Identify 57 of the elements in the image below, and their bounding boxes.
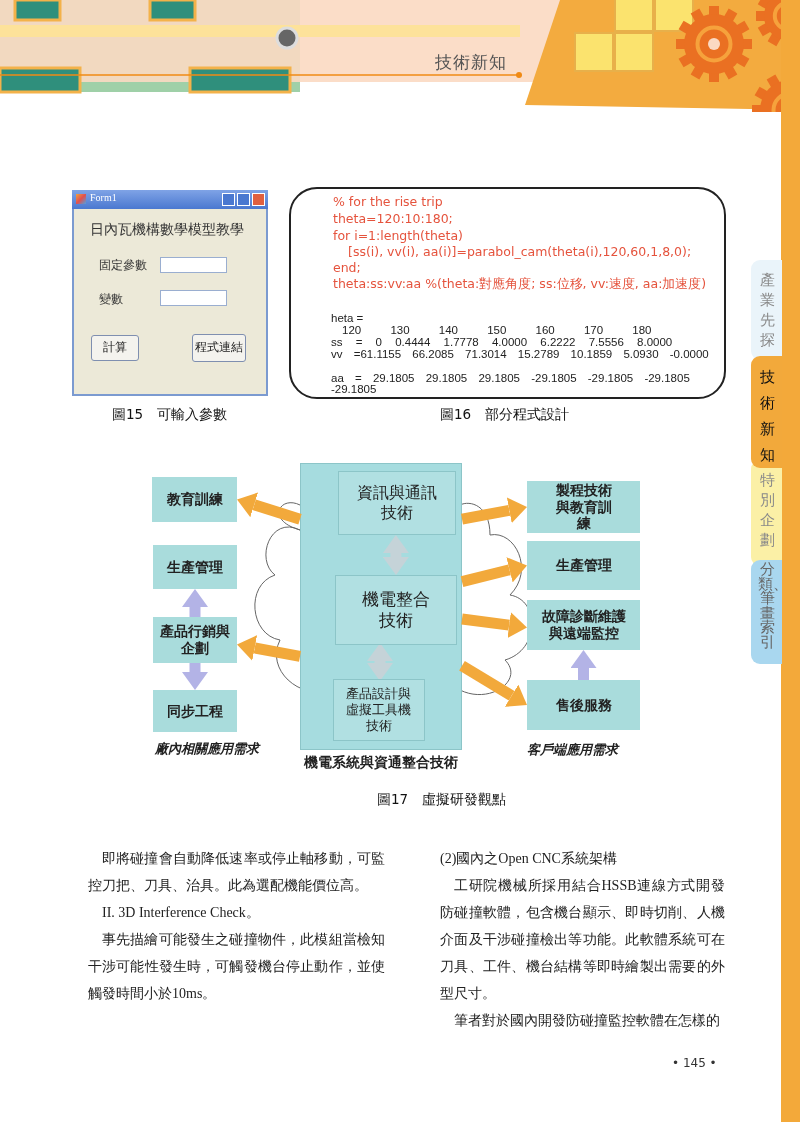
arrow	[461, 612, 527, 639]
output-line: vv =61.1155 66.2085 71.3014 15.2789 10.1859 5.0930 -0.0000	[331, 349, 710, 360]
link-button: 程式連結	[192, 334, 246, 362]
body-paragraph: 筆者對於國內開發防碰撞監控軟體在怎樣的	[453, 1012, 721, 1030]
tab-label: 技術新知	[758, 367, 776, 466]
figure-caption: 圖17 虛擬研發觀點	[377, 791, 507, 809]
output-line: ss = 0 0.4444 1.7778 4.0000 6.2222 7.5556 8.0000	[331, 337, 673, 348]
tab-label: 分類、筆畫索引	[758, 562, 776, 649]
process-box: 教育訓練	[152, 477, 237, 522]
process-box: 故障診斷維護與遠端監控	[527, 600, 640, 650]
code-line: end;	[333, 260, 361, 275]
code-line: % for the rise trip	[333, 194, 443, 209]
arrow	[182, 589, 208, 617]
double-arrow	[367, 643, 394, 681]
code-line: theta:ss:vv:aa %(theta:對應角度; ss:位移, vv:速度, aa:加速度)	[333, 276, 707, 293]
arrow	[461, 497, 527, 525]
process-box: 生產管理	[527, 541, 640, 590]
field-label: 變數	[99, 292, 123, 307]
code-line: for i=1:length(theta)	[333, 228, 463, 243]
arrow	[459, 661, 527, 707]
body-paragraph: II. 3D Interference Check。	[101, 904, 261, 922]
output-line: 120 130 140 150 160 170 180	[342, 325, 652, 336]
double-arrow	[382, 535, 409, 575]
body-paragraph: 即將碰撞會自動降低速率或停止軸移動，可監控刀把、刀具、治具。此為選配機能價位高。	[88, 850, 385, 895]
process-box: 同步工程	[153, 690, 237, 732]
process-box: 售後服務	[527, 680, 640, 730]
process-box: 生產管理	[153, 545, 237, 589]
tab-label: 產業先探	[758, 270, 776, 350]
code-line: [ss(i), vv(i), aa(i)]=parabol_cam(theta(i),120,60,1,8,0);	[348, 244, 692, 259]
arrow	[237, 635, 301, 662]
inner-box: 資訊與通訊技術	[338, 471, 456, 535]
page-number: • 145 •	[672, 1056, 717, 1070]
group-caption: 客戶端應用需求	[527, 741, 618, 759]
calculate-button: 計算	[91, 335, 139, 361]
form-heading: 日內瓦機構數學模型教學	[90, 221, 244, 239]
code-line: theta=120:10:180;	[333, 211, 453, 226]
inner-box: 產品設計與虛擬工具機技術	[333, 679, 425, 741]
output-line: aa = 29.1805 29.1805 29.1805 -29.1805 -29.1805 -29.1805 -29.1805	[331, 373, 691, 395]
field-label: 固定參數	[99, 258, 147, 273]
arrow	[237, 492, 302, 525]
arrow	[570, 650, 597, 680]
output-line: heta =	[331, 313, 364, 324]
figure-caption: 圖16 部分程式設計	[440, 406, 570, 424]
arrow	[460, 557, 527, 587]
figure-caption: 圖15 可輸入參數	[112, 406, 228, 424]
process-box: 製程技術與教育訓練	[527, 481, 640, 533]
section-heading: (2)國內之Open CNC系統架構	[440, 850, 618, 868]
body-paragraph: 事先描繪可能發生之碰撞物件，此模組當檢知干涉可能性發生時，可觸發機台停止動作，並使觸發時間小於10ms。	[88, 931, 385, 1003]
group-caption: 廠內相關應用需求	[155, 740, 259, 758]
window-title: Form1	[90, 192, 117, 203]
body-paragraph: 工研院機械所採用結合HSSB連線方式開發防碰撞軟體，包含機台顯示、即時切削、人機介面及干涉碰撞檢出等功能。此軟體系統可在刀具、工件、機台結構等即時繪製出需要的外型尺寸。	[440, 877, 725, 1003]
process-box: 產品行銷與企劃	[153, 617, 237, 663]
header-title: 技術新知	[435, 51, 507, 74]
inner-box: 機電整合技術	[335, 575, 457, 645]
panel-caption: 機電系統與資通整合技術	[303, 754, 459, 772]
arrow	[182, 663, 208, 690]
tab-label: 特別企劃	[758, 470, 776, 550]
